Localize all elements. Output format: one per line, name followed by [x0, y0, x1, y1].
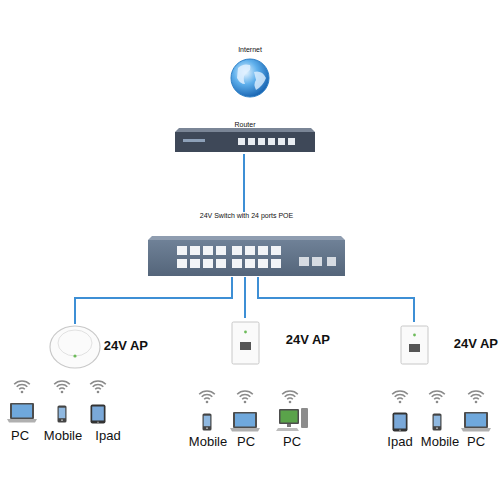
globe-rim [231, 59, 269, 97]
tablet-icon [393, 413, 408, 432]
node-label: Mobile [44, 429, 82, 444]
wifi-symbol [237, 391, 253, 403]
client-device: Mobile [416, 404, 464, 450]
node-label: 24V AP [454, 337, 498, 352]
mobile-icon [433, 414, 442, 431]
access-point: 24V AP [48, 324, 148, 368]
network-cable [243, 154, 245, 212]
node-label: PC [467, 435, 485, 450]
ap-port [240, 342, 251, 350]
node-label: PC [283, 435, 301, 450]
switch-top [148, 236, 345, 240]
network-cable [75, 277, 232, 324]
ap-led [413, 334, 416, 337]
wifi-symbol [282, 391, 298, 403]
wifi-symbol [468, 391, 484, 403]
node-label: Router [234, 121, 255, 129]
node-label: Mobile [189, 435, 227, 450]
desktop-icon [276, 408, 308, 431]
ap-port [409, 344, 420, 352]
client-device: PC [270, 404, 314, 450]
client-device: Ipad [378, 404, 422, 450]
globe-land [254, 72, 266, 90]
client-device: Mobile [39, 398, 87, 444]
node-label: Internet [238, 46, 262, 54]
router-ports [238, 138, 295, 145]
laptop-icon [230, 412, 260, 432]
wifi-symbol [90, 381, 106, 393]
ap-led [73, 354, 76, 357]
node-label: PC [11, 429, 29, 444]
globe-land [237, 64, 251, 84]
tablet-icon [91, 405, 106, 424]
wall-ap [232, 322, 259, 364]
switch-ports [177, 246, 281, 268]
client-device: PC [224, 404, 268, 450]
poe-switch: 24V Switch with 24 ports POE [148, 212, 345, 277]
router-logo [183, 139, 205, 142]
network-cable [258, 277, 414, 322]
client-device: Ipad [86, 398, 130, 444]
network-cable [244, 277, 246, 318]
wifi-symbol [392, 391, 408, 403]
laptop-icon [461, 412, 491, 432]
internet-globe [231, 59, 269, 97]
node-label: 24V AP [286, 333, 330, 348]
wifi-symbol [199, 391, 215, 403]
access-point: 24V AP [228, 318, 330, 362]
laptop-icon [7, 403, 37, 423]
wifi-symbol [14, 381, 30, 393]
access-point: 24V AP [396, 322, 498, 366]
uplink-ports [299, 257, 336, 266]
node-label: Mobile [421, 435, 459, 450]
ap-led [244, 331, 247, 334]
internet-cloud: Internet [215, 46, 285, 100]
ceiling-ap-ring [58, 330, 92, 356]
node-label: PC [237, 435, 255, 450]
client-device: Mobile [184, 404, 232, 450]
client-device: PC [0, 398, 40, 444]
router-top [175, 128, 315, 132]
switch-body [148, 240, 345, 276]
router-box: Router [175, 121, 315, 154]
router-body [175, 132, 315, 152]
node-label: 24V Switch with 24 ports POE [200, 212, 293, 220]
ceiling-ap [50, 326, 100, 368]
wifi-symbol [54, 381, 70, 393]
wifi-symbol [429, 391, 445, 403]
mobile-icon [203, 414, 212, 431]
client-device: PC [454, 404, 498, 450]
node-label: 24V AP [104, 339, 148, 354]
node-label: Ipad [387, 435, 412, 450]
mobile-icon [58, 406, 67, 423]
wall-ap [401, 326, 428, 364]
node-label: Ipad [95, 429, 120, 444]
